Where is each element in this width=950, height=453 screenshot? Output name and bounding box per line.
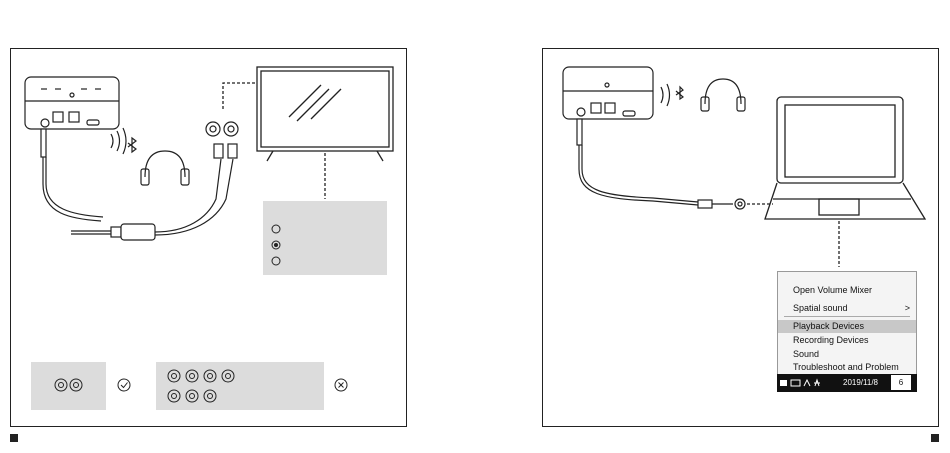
tv-icon [223,67,393,199]
cross-mark-icon [334,378,348,392]
pc-connection-diagram: Open Volume Mixer Spatial sound > Playba… [542,48,939,427]
headphones-icon [145,151,185,177]
menu-item-playback-devices[interactable]: Playback Devices [778,320,916,333]
tray-icons [777,374,837,392]
menu-item-label: Sound [793,349,819,359]
menu-item-sound[interactable]: Sound [778,348,916,361]
menu-item-label: Recording Devices [793,335,869,345]
bluetooth-icon [128,138,136,152]
menu-item-recording-devices[interactable]: Recording Devices [778,334,916,347]
notification-icon[interactable]: 6 [891,375,911,390]
page-marker-right [931,434,939,442]
notification-count: 6 [899,378,903,387]
menu-divider [784,316,910,317]
menu-item-troubleshoot[interactable]: Troubleshoot and Problem [778,361,916,374]
radio-options [263,201,387,275]
taskbar-date: 2019/11/8 [843,378,878,387]
check-mark-icon [117,378,131,392]
tv-connection-diagram [10,48,407,427]
bluetooth-icon [676,87,683,99]
sound-context-menu: Open Volume Mixer Spatial sound > Playba… [777,271,917,391]
menu-item-open-volume-mixer[interactable]: Open Volume Mixer [778,284,916,297]
menu-item-spatial-sound[interactable]: Spatial sound > [778,302,916,315]
menu-item-label: Open Volume Mixer [793,285,872,295]
chevron-right-icon: > [905,302,910,315]
transmitter-device [563,67,653,119]
transmitter-device [25,77,119,129]
menu-item-label: Spatial sound [793,303,848,313]
headphones-icon [705,79,741,104]
tv-audio-settings-box [263,201,387,275]
page-marker-left [10,434,18,442]
rca-connector [206,122,238,158]
incorrect-jack-box [156,362,324,410]
taskbar: 2019/11/8 6 [777,374,917,392]
menu-item-label: Troubleshoot and Problem [793,362,899,372]
laptop-icon [765,97,925,267]
menu-item-label: Playback Devices [793,321,864,331]
correct-jack-box [31,362,106,410]
